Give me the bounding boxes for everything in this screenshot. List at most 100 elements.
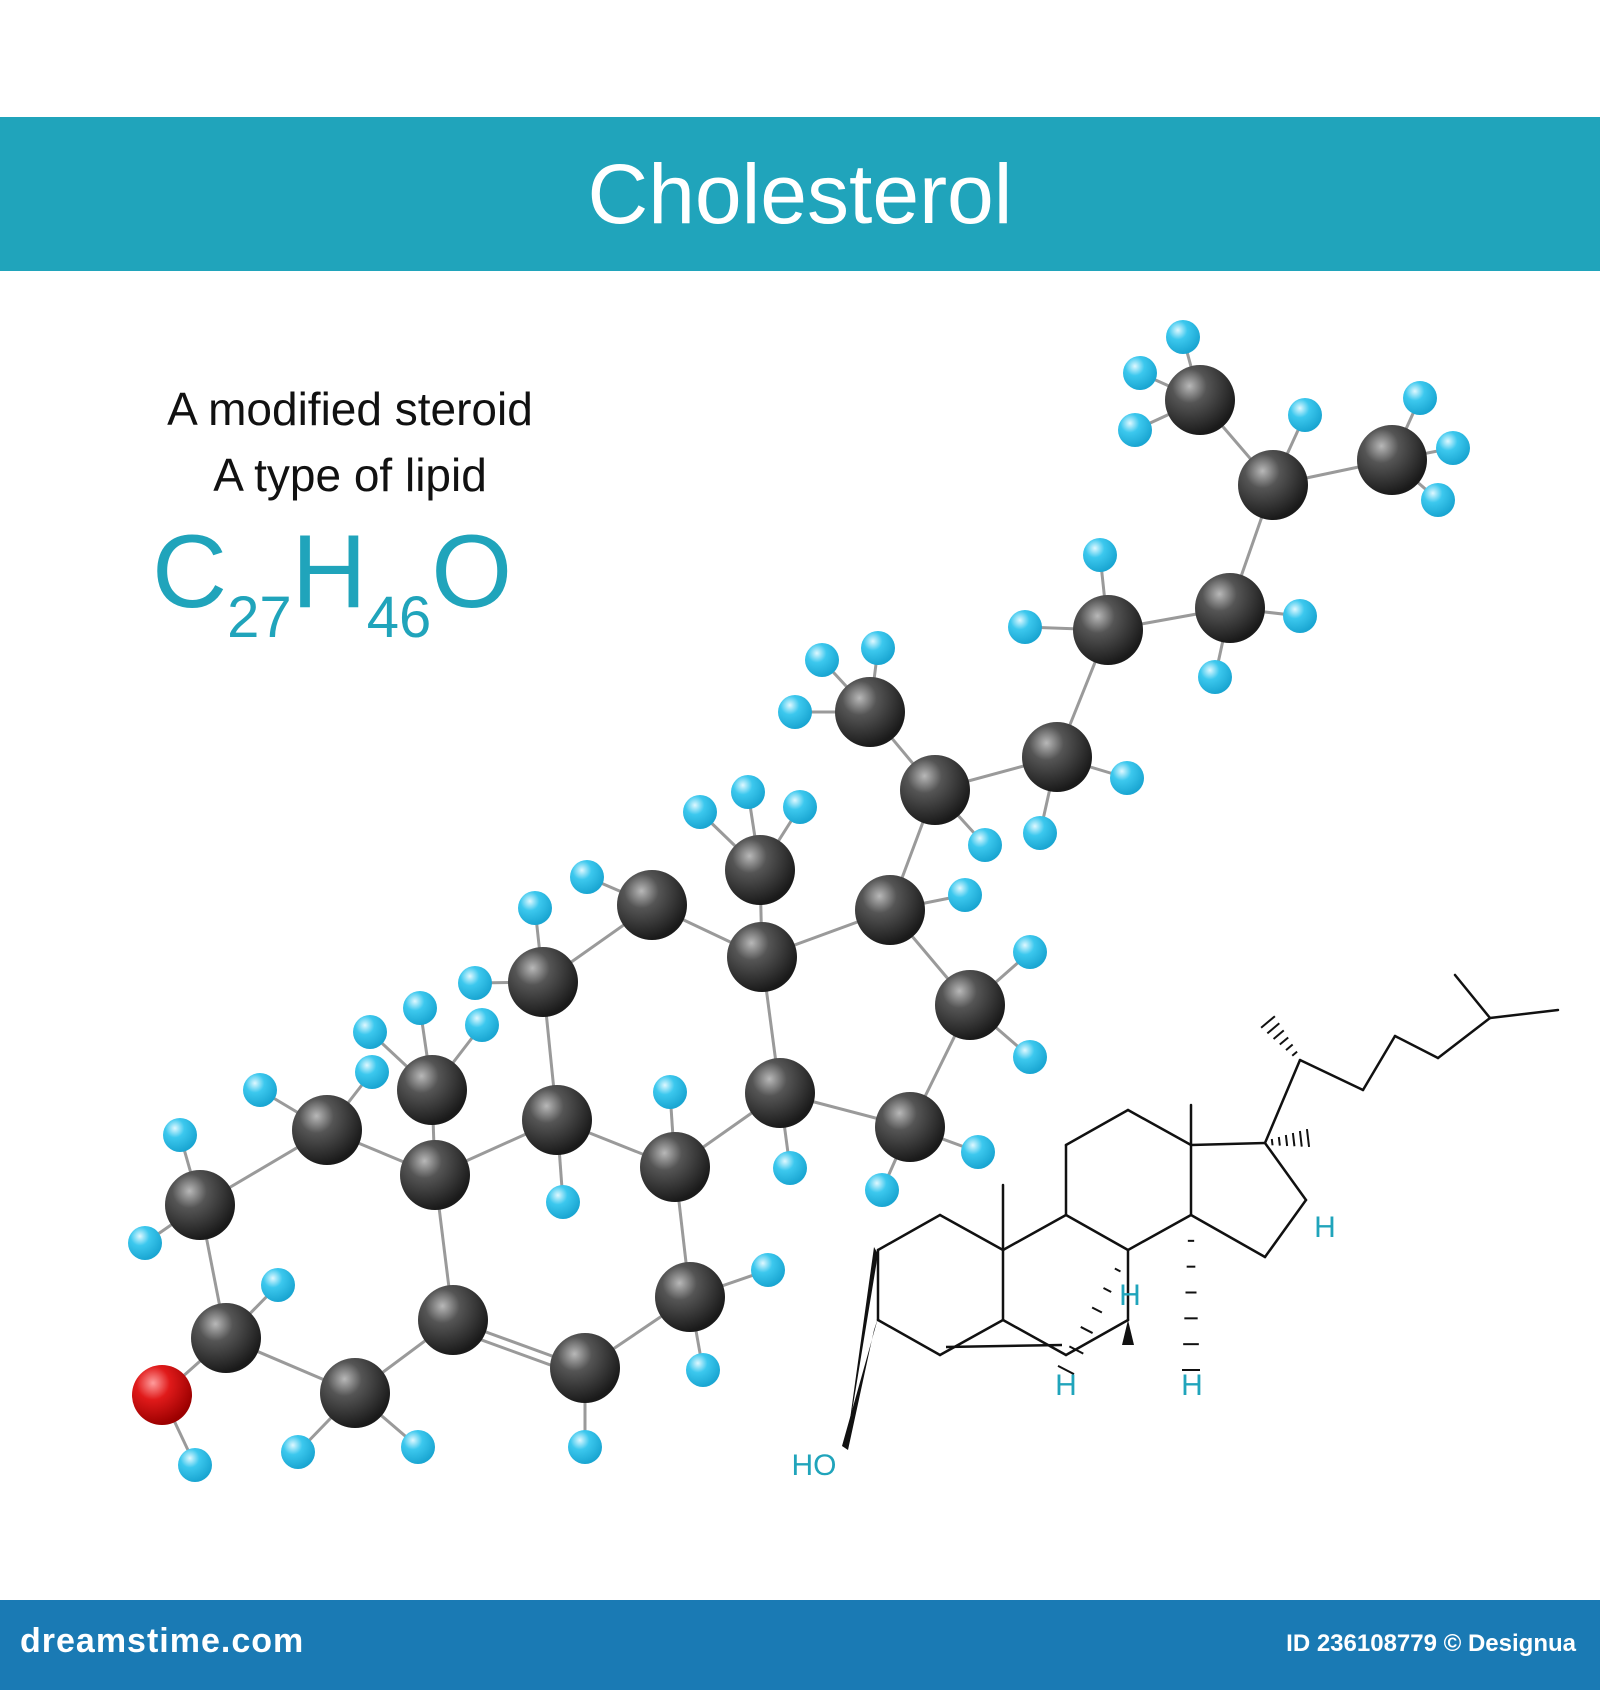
wedge-bond	[842, 1318, 878, 1450]
carbon-atom	[1195, 573, 1265, 643]
hashed-bond	[1057, 1364, 1075, 1376]
hydrogen-atom	[518, 891, 552, 925]
skeletal-bond	[876, 1213, 942, 1252]
subtitle-line-1: A modified steroid	[167, 383, 533, 435]
skeletal-bond	[1126, 1108, 1193, 1147]
hydrogen-atom	[861, 631, 895, 665]
carbon-atom	[617, 870, 687, 940]
carbon-atom	[725, 835, 795, 905]
hashed-bond	[1291, 1132, 1296, 1147]
hydrogen-atom	[773, 1151, 807, 1185]
wedge-bond	[1122, 1320, 1134, 1345]
hydrogen-atom	[968, 828, 1002, 862]
carbon-atom	[292, 1095, 362, 1165]
carbon-atom	[900, 755, 970, 825]
hydrogen-atom	[1083, 538, 1117, 572]
hydrogen-atom	[778, 695, 812, 729]
skeletal-bond	[1064, 1108, 1130, 1147]
hashed-bond	[1260, 1015, 1276, 1029]
hydrogen-atoms	[128, 320, 1470, 1482]
footer-site-name: dreamstime.com	[20, 1622, 305, 1660]
hydrogen-atom	[568, 1430, 602, 1464]
skeletal-bond	[1263, 1141, 1308, 1202]
hashed-bond	[1068, 1345, 1084, 1355]
hydrogen-atom	[1013, 935, 1047, 969]
hydrogen-atom	[1118, 413, 1152, 447]
hydrogen-atom	[783, 790, 817, 824]
carbon-atom	[935, 970, 1005, 1040]
carbon-atoms	[165, 365, 1427, 1428]
hashed-bond	[1103, 1287, 1112, 1293]
hashed-bond	[1285, 1043, 1294, 1051]
hydrogen-atom	[1123, 356, 1157, 390]
page-title: Cholesterol	[587, 146, 1013, 241]
hydrogen-atom	[1436, 431, 1470, 465]
carbon-atom	[1073, 595, 1143, 665]
hydrogen-atom	[1283, 599, 1317, 633]
hydrogen-atom	[865, 1173, 899, 1207]
skeletal-bond	[1189, 1213, 1267, 1259]
skeletal-bond	[1064, 1213, 1130, 1252]
ball-and-stick-model	[128, 320, 1470, 1482]
hydrogen-atom	[163, 1118, 197, 1152]
carbon-atom	[875, 1092, 945, 1162]
hydrogen-label: H	[1314, 1211, 1336, 1244]
hashed-bond	[1291, 1050, 1298, 1057]
hydrogen-atom	[1013, 1040, 1047, 1074]
hydrogen-atom	[961, 1135, 995, 1169]
hydrogen-atom	[243, 1073, 277, 1107]
hydrogen-atom	[1421, 483, 1455, 517]
hydrogen-atom	[281, 1435, 315, 1469]
hashed-bond	[1272, 1029, 1285, 1040]
hydrogen-atom	[948, 878, 982, 912]
carbon-atom	[191, 1303, 261, 1373]
skeletal-bond	[1263, 1198, 1308, 1259]
hashed-bond	[1298, 1130, 1303, 1147]
hydrogen-atom	[570, 860, 604, 894]
skeletal-bond	[1361, 1034, 1397, 1092]
hydrogen-label: H	[1181, 1369, 1203, 1402]
carbon-atom	[855, 875, 925, 945]
skeletal-bond	[1488, 1008, 1560, 1020]
carbon-atom	[745, 1058, 815, 1128]
hydrogen-atom	[178, 1448, 212, 1482]
skeletal-bond	[1126, 1213, 1193, 1252]
carbon-atom	[397, 1055, 467, 1125]
skeletal-bond	[1393, 1034, 1440, 1060]
hydrogen-atom	[731, 775, 765, 809]
formula-carbon: C	[152, 514, 228, 630]
molecular-formula: C27H46O	[152, 520, 512, 647]
hydrogen-atom	[1008, 610, 1042, 644]
carbon-atom	[1165, 365, 1235, 435]
hashed-bond	[1266, 1022, 1280, 1035]
skeletal-bond	[876, 1318, 942, 1357]
footer-image-id: ID 236108779 © Designua	[1286, 1630, 1576, 1657]
carbon-atom	[1022, 722, 1092, 792]
carbon-atom	[400, 1140, 470, 1210]
skeletal-bond	[938, 1213, 1005, 1252]
hydrogen-atom	[1198, 660, 1232, 694]
hydrogen-atom	[465, 1008, 499, 1042]
hydrogen-atom	[401, 1430, 435, 1464]
hydrogen-label: H	[1119, 1279, 1141, 1312]
carbon-atom	[320, 1358, 390, 1428]
hydrogen-atom	[805, 643, 839, 677]
oxygen-atom	[132, 1365, 192, 1425]
carbon-atom	[418, 1285, 488, 1355]
carbon-atom	[655, 1262, 725, 1332]
hashed-bond	[1277, 1136, 1281, 1146]
carbon-atom	[508, 947, 578, 1017]
hydrogen-atom	[1288, 398, 1322, 432]
skeletal-bond	[1453, 973, 1492, 1020]
hydrogen-label: H	[1055, 1369, 1077, 1402]
hydrogen-atom	[128, 1226, 162, 1260]
skeletal-bond	[1001, 1213, 1068, 1252]
hydrogen-atom	[1023, 816, 1057, 850]
hashed-bond	[1270, 1138, 1274, 1146]
skeletal-bond	[1189, 1141, 1267, 1147]
title-banner: Cholesterol	[0, 117, 1600, 271]
wedge-bond	[846, 1247, 878, 1448]
skeletal-bond	[938, 1318, 1005, 1357]
